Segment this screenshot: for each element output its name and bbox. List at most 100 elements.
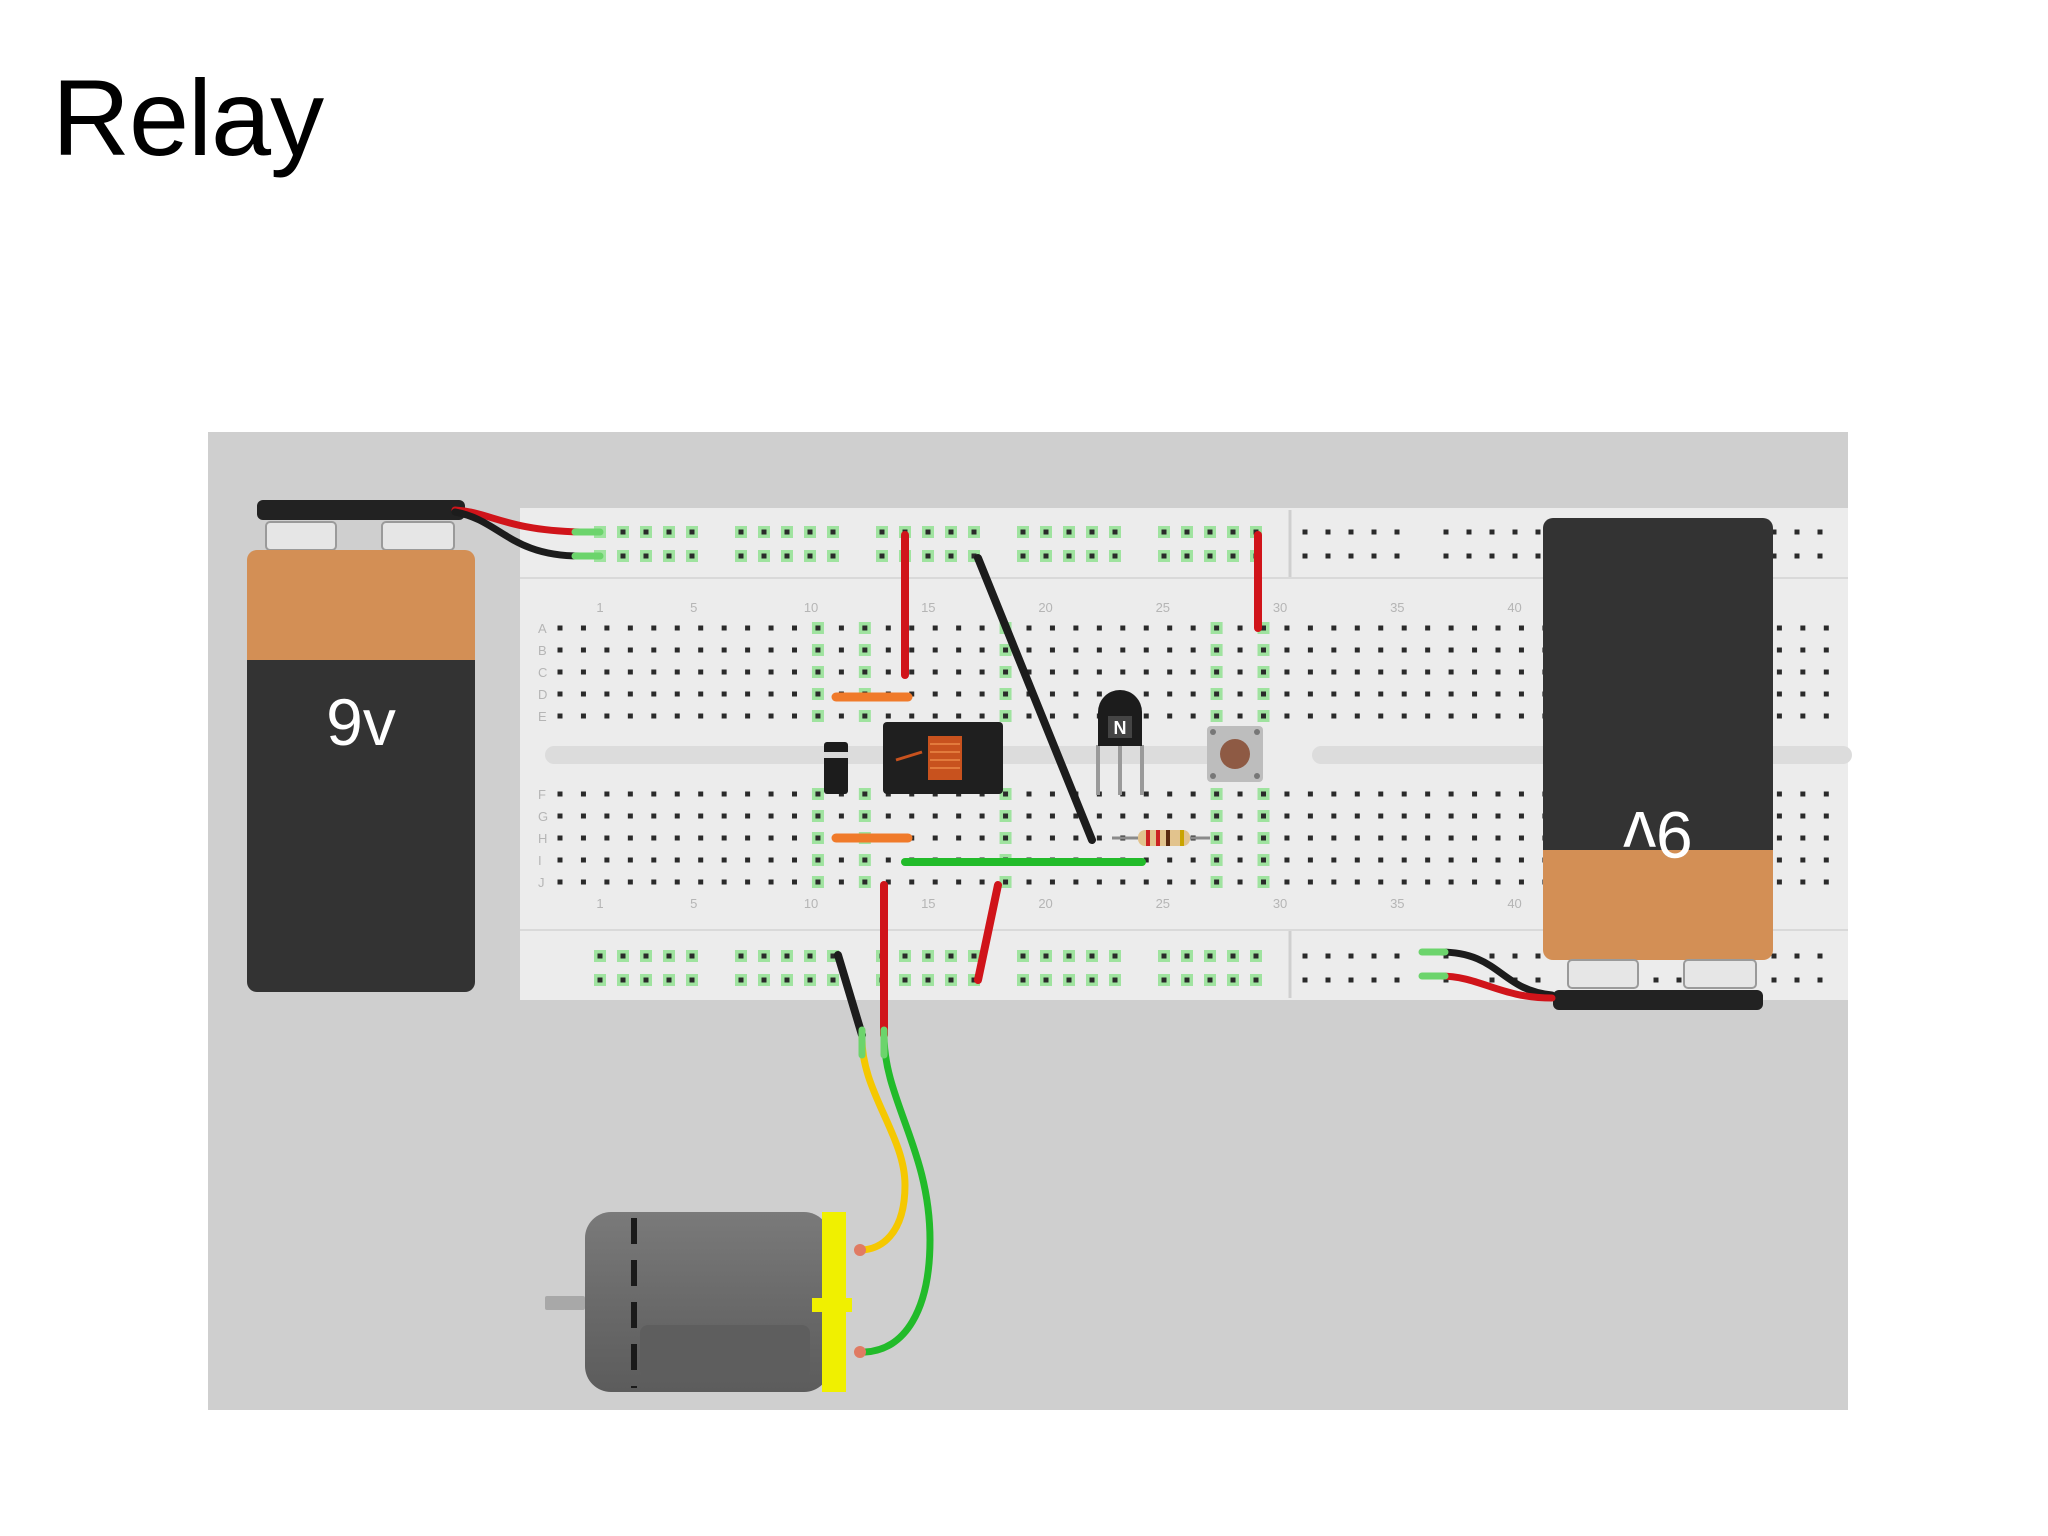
breadboard-hole (1518, 791, 1524, 797)
breadboard-hole (1003, 647, 1009, 653)
breadboard-hole (1325, 953, 1331, 959)
breadboard-hole (698, 791, 704, 797)
breadboard-hole (948, 953, 954, 959)
row-label: F (538, 787, 546, 802)
breadboard-hole (1771, 529, 1777, 535)
breadboard-hole (1237, 857, 1243, 863)
breadboard-hole (932, 713, 938, 719)
breadboard-hole (1512, 553, 1518, 559)
breadboard-hole (1354, 669, 1360, 675)
motor-terminal-top (854, 1244, 866, 1256)
breadboard-hole (1043, 953, 1049, 959)
breadboard-hole (627, 625, 633, 631)
breadboard-hole (956, 669, 962, 675)
breadboard-hole (815, 879, 821, 885)
row-label: E (538, 709, 547, 724)
breadboard-hole (956, 647, 962, 653)
breadboard-hole (1284, 857, 1290, 863)
breadboard-hole (604, 625, 610, 631)
breadboard-hole (1472, 713, 1478, 719)
breadboard-hole (1425, 791, 1431, 797)
push-button (1207, 726, 1263, 782)
breadboard-hole (885, 879, 891, 885)
breadboard-hole (557, 713, 563, 719)
breadboard-hole (792, 691, 797, 697)
breadboard-hole (1495, 835, 1501, 841)
breadboard-hole (1284, 691, 1290, 697)
breadboard-hole (1776, 857, 1782, 863)
breadboard-hole (666, 953, 672, 959)
relay (883, 722, 1003, 794)
breadboard-hole (956, 625, 962, 631)
breadboard-hole (838, 713, 844, 719)
breadboard-hole (698, 857, 704, 863)
breadboard-hole (909, 669, 915, 675)
battery-left-body (247, 660, 475, 992)
breadboard-hole (1307, 879, 1313, 885)
breadboard-hole (948, 553, 954, 559)
breadboard-hole (768, 669, 774, 675)
breadboard-hole (674, 625, 680, 631)
breadboard-hole (1307, 791, 1313, 797)
breadboard-hole (1237, 835, 1243, 841)
breadboard-hole (721, 647, 727, 653)
breadboard-hole (604, 713, 610, 719)
breadboard-hole (1817, 553, 1823, 559)
breadboard-hole (1161, 529, 1167, 535)
breadboard-hole (1167, 647, 1173, 653)
breadboard-hole (580, 669, 586, 675)
breadboard-hole (651, 647, 657, 653)
breadboard-hole (1026, 647, 1032, 653)
dc-motor (545, 1212, 866, 1392)
breadboard-hole (1448, 879, 1454, 885)
breadboard-hole (721, 713, 727, 719)
breadboard-hole (1112, 953, 1118, 959)
breadboard-hole (674, 813, 680, 819)
breadboard-hole (1237, 669, 1243, 675)
breadboard-hole (1378, 813, 1384, 819)
breadboard-hole (1167, 879, 1173, 885)
breadboard-hole (1302, 553, 1308, 559)
breadboard-hole (1190, 669, 1196, 675)
breadboard-hole (1049, 625, 1055, 631)
breadboard-hole (745, 625, 751, 631)
breadboard-hole (1214, 625, 1220, 631)
breadboard-hole (1331, 647, 1337, 653)
breadboard-hole (1096, 691, 1102, 697)
breadboard-hole (925, 977, 931, 983)
breadboard-hole (604, 835, 610, 841)
breadboard-hole (1049, 835, 1055, 841)
breadboard-hole (768, 835, 774, 841)
breadboard-hole (745, 713, 751, 719)
breadboard-hole (1184, 953, 1190, 959)
breadboard-hole (1307, 857, 1313, 863)
breadboard-hole (1448, 625, 1454, 631)
breadboard-hole (1112, 553, 1118, 559)
motor-end-tab (812, 1298, 852, 1312)
breadboard-hole (1284, 625, 1290, 631)
breadboard-hole (1489, 553, 1495, 559)
breadboard-hole (909, 647, 915, 653)
breadboard-hole (1518, 647, 1524, 653)
breadboard-hole (1331, 713, 1337, 719)
column-label-top: 35 (1390, 600, 1404, 615)
breadboard-hole (1378, 669, 1384, 675)
breadboard-hole (1073, 813, 1079, 819)
breadboard-hole (838, 647, 844, 653)
battery-left-seam (247, 660, 475, 674)
row-label: A (538, 621, 547, 636)
column-label-top: 30 (1273, 600, 1287, 615)
breadboard-hole (1518, 713, 1524, 719)
breadboard-hole (1401, 835, 1407, 841)
breadboard-hole (745, 669, 751, 675)
breadboard-hole (1325, 553, 1331, 559)
breadboard-hole (1190, 713, 1196, 719)
breadboard-hole (1096, 813, 1102, 819)
breadboard-hole (721, 791, 727, 797)
column-label-top: 5 (690, 600, 697, 615)
breadboard-hole (1112, 977, 1118, 983)
row-label: J (538, 875, 545, 890)
column-label-top: 25 (1156, 600, 1170, 615)
breadboard-hole (738, 553, 744, 559)
breadboard-hole (1378, 791, 1384, 797)
